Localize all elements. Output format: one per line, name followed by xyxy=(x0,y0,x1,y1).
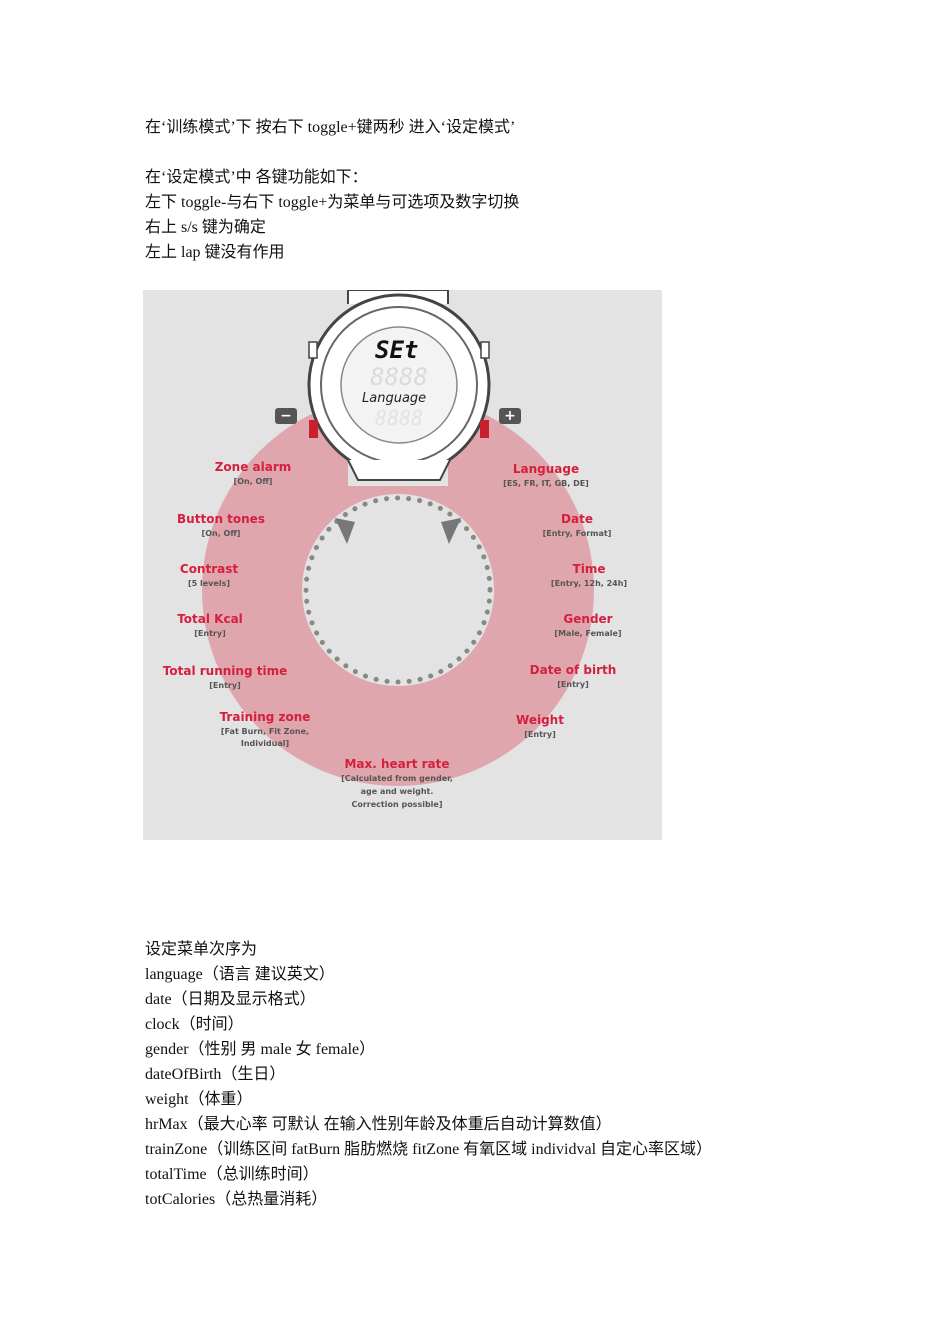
label-button-tones: Button tones xyxy=(177,512,265,526)
intro-line-3: 左下 toggle-与右下 toggle+为菜单与可选项及数字切换 xyxy=(145,194,520,211)
sub-time: [Entry, 12h, 24h] xyxy=(550,579,628,588)
intro-line-5: 左上 lap 键没有作用 xyxy=(145,244,285,261)
sub-zone-alarm: [On, Off] xyxy=(233,477,273,486)
label-total-running-time: Total running time xyxy=(162,664,288,678)
watch-menu-diagram: 8888 8888 SEt Language − + Zone alarm [O… xyxy=(143,290,662,840)
menu-item-date: date（日期及显示格式） xyxy=(145,991,316,1008)
intro-line-4: 右上 s/s 键为确定 xyxy=(145,219,266,236)
menu-item-hrmax: hrMax（最大心率 可默认 在输入性别年龄及体重后自动计算数值） xyxy=(145,1116,612,1133)
menu-heading: 设定菜单次序为 xyxy=(145,941,258,958)
watch-button-top-left xyxy=(308,341,318,359)
minus-icon: − xyxy=(275,408,297,424)
watch-lower-strap xyxy=(347,459,451,481)
plus-icon: + xyxy=(499,408,521,424)
dotted-circle xyxy=(303,495,493,685)
sub-contrast: [5 levels] xyxy=(188,579,230,588)
label-training-zone: Training zone xyxy=(219,710,311,724)
sub-weight: [Entry] xyxy=(524,730,556,739)
sub-language: [ES, FR, IT, GB, DE] xyxy=(503,479,589,488)
menu-item-date-of-birth: dateOfBirth（生日） xyxy=(145,1066,286,1083)
sub-training-zone-2: Individual] xyxy=(240,739,290,748)
menu-item-clock: clock（时间） xyxy=(145,1016,244,1033)
label-zone-alarm: Zone alarm xyxy=(214,460,292,474)
watch-button-toggle-minus xyxy=(309,420,318,438)
display-set-text: SEt xyxy=(375,336,419,364)
diagram-graphics: 8888 8888 xyxy=(202,290,594,786)
display-ghost-digits: 8888 xyxy=(370,363,428,391)
sub-total-running-time: [Entry] xyxy=(209,681,241,690)
sub-date-of-birth: [Entry] xyxy=(557,680,589,689)
menu-item-total-time: totalTime（总训练时间） xyxy=(145,1166,319,1183)
menu-item-trainzone: trainZone（训练区间 fatBurn 脂肪燃烧 fitZone 有氧区域… xyxy=(145,1141,713,1158)
left-arrow-icon xyxy=(335,518,355,544)
watch-button-top-right xyxy=(480,341,490,359)
watch-display xyxy=(340,326,458,444)
sub-max-heart-rate-3: Correction possible] xyxy=(351,800,443,809)
sub-button-tones: [On, Off] xyxy=(201,529,241,538)
ring-center xyxy=(302,494,494,686)
sub-total-kcal: [Entry] xyxy=(194,629,226,638)
menu-item-language: language（语言 建议英文） xyxy=(145,966,335,983)
right-arrow-icon xyxy=(441,518,461,544)
sub-date: [Entry, Format] xyxy=(542,529,612,538)
label-weight: Weight xyxy=(516,713,564,727)
label-date-of-birth: Date of birth xyxy=(529,663,617,677)
sub-max-heart-rate-2: age and weight. xyxy=(360,787,434,796)
display-ghost-digits-2: 8888 xyxy=(375,406,423,430)
menu-item-gender: gender（性别 男 male 女 female） xyxy=(145,1041,376,1058)
intro-line-1: 在‘训练模式’下 按右下 toggle+键两秒 进入‘设定模式’ xyxy=(145,119,516,136)
label-language: Language xyxy=(512,462,580,476)
intro-line-2: 在‘设定模式’中 各键功能如下： xyxy=(145,169,368,186)
display-language-text: Language xyxy=(362,391,427,406)
menu-item-tot-calories: totCalories（总热量消耗） xyxy=(145,1191,328,1208)
label-time: Time xyxy=(572,562,606,576)
sub-training-zone-1: [Fat Burn, Fit Zone, xyxy=(220,727,310,736)
label-gender: Gender xyxy=(563,612,613,626)
sub-gender: [Male, Female] xyxy=(554,629,622,638)
label-contrast: Contrast xyxy=(179,562,239,576)
label-max-heart-rate: Max. heart rate xyxy=(344,757,450,771)
watch-button-toggle-plus xyxy=(480,420,489,438)
sub-max-heart-rate-1: [Calculated from gender, xyxy=(341,774,453,783)
menu-item-weight: weight（体重） xyxy=(145,1091,253,1108)
label-total-kcal: Total Kcal xyxy=(177,612,243,626)
label-date: Date xyxy=(561,512,593,526)
